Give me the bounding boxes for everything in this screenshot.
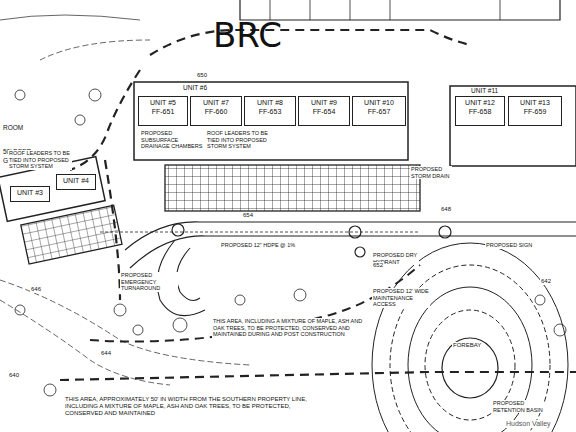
unit-box: UNIT #7FF-660 (190, 96, 242, 126)
finish-floor-elevation: FF-658 (459, 108, 501, 117)
contour-elevation: 646 (30, 286, 42, 293)
plan-note: ROOM (2, 124, 24, 132)
plan-note: FOREBAY (452, 342, 482, 349)
plan-note: Hudson Valley (505, 420, 552, 428)
unit-name: UNIT #4 (60, 177, 92, 186)
plan-note: PROPOSED SUBSURFACE DRAINAGE CHAMBERS (140, 130, 204, 150)
plan-note: THIS AREA, INCLUDING A MIXTURE OF MAPLE,… (212, 318, 374, 338)
finish-floor-elevation: FF-653 (248, 108, 292, 117)
plan-note: UNIT #6 (182, 84, 208, 92)
contour-elevation: 652 (372, 262, 384, 269)
unit-box: UNIT #10FF-657 (352, 96, 406, 126)
plan-note: UNIT #11 (470, 87, 499, 95)
unit-box: UNIT #12FF-658 (455, 96, 505, 126)
finish-floor-elevation: FF-654 (302, 108, 346, 117)
unit-name: UNIT #9 (302, 99, 346, 108)
contour-elevation: 650 (196, 72, 208, 79)
unit-name: UNIT #10 (356, 99, 402, 108)
plan-note: PROPOSED EMERGENCY TURNAROUND (120, 272, 178, 292)
zone-label: BRC (212, 18, 283, 52)
unit-name: UNIT #8 (248, 99, 292, 108)
unit-box: UNIT #3 (10, 186, 50, 202)
contour-elevation: 648 (440, 206, 452, 213)
contour-elevation: 654 (242, 212, 254, 219)
unit-name: UNIT #12 (459, 99, 501, 108)
plan-note: ROOF LEADERS TO BE TIED INTO PROPOSED ST… (206, 130, 278, 150)
plan-note: PROPOSED 12" HDPE @ 1% (220, 242, 296, 249)
finish-floor-elevation: FF-660 (194, 108, 238, 117)
unit-name: UNIT #13 (512, 99, 558, 108)
plan-note: PROPOSED 12' WIDE MAINTENANCE ACCESS (372, 288, 430, 308)
unit-box: UNIT #9FF-654 (298, 96, 350, 126)
plan-note: PROPOSED STORM DRAIN (410, 166, 452, 179)
contour-elevation: 640 (8, 372, 20, 379)
unit-box: UNIT #8FF-653 (244, 96, 296, 126)
plan-note: PROPOSED SIGN (485, 242, 533, 249)
plan-note: THIS AREA, APPROXIMATELY 50' IN WIDTH FR… (64, 396, 316, 418)
unit-box: UNIT #13FF-659 (508, 96, 562, 126)
finish-floor-elevation: FF-659 (512, 108, 558, 117)
contour-elevation: 644 (100, 350, 112, 357)
unit-name: UNIT #7 (194, 99, 238, 108)
unit-box: UNIT #5FF-651 (138, 96, 188, 126)
plan-note: PROPOSED RETENTION BASIN (492, 400, 544, 413)
plan-note: ROOF LEADERS TO BE TIED INTO PROPOSED ST… (8, 150, 72, 170)
finish-floor-elevation: FF-651 (142, 108, 184, 117)
unit-name: UNIT #3 (14, 189, 46, 198)
unit-name: UNIT #5 (142, 99, 184, 108)
contour-elevation: 642 (540, 278, 552, 285)
unit-box: UNIT #4 (56, 174, 96, 190)
finish-floor-elevation: FF-657 (356, 108, 402, 117)
